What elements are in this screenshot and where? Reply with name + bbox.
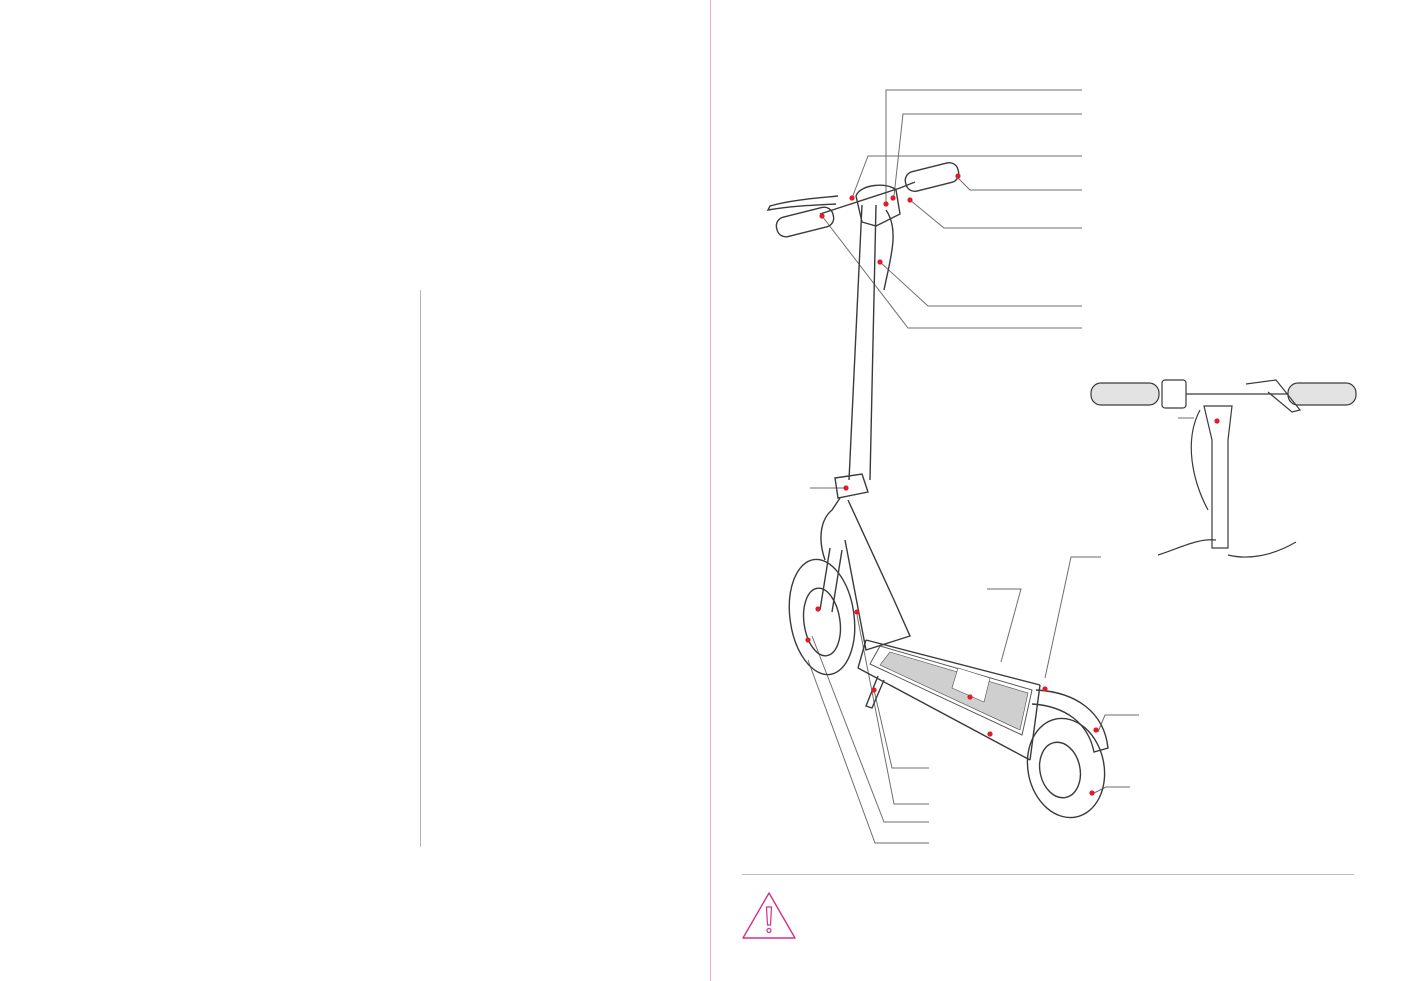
inset-cut-left [1157, 539, 1217, 556]
inset-throttle [1161, 379, 1187, 409]
leader-9 [987, 588, 1022, 663]
leader-14 [856, 614, 929, 805]
stem-right [869, 204, 877, 481]
page-fold-line [710, 0, 711, 981]
handlebar [819, 181, 916, 215]
front-fork [819, 547, 843, 613]
dot-front-wheel [805, 637, 811, 643]
front-neck [820, 497, 841, 561]
deck-top [865, 639, 1041, 686]
leader-12 [1093, 786, 1130, 794]
front-hub [802, 587, 842, 657]
leader-1 [885, 89, 1082, 202]
dot-suspension [854, 609, 860, 615]
dot-power [890, 195, 896, 201]
dot-rear-brake [1042, 686, 1048, 692]
stem-left [848, 204, 863, 481]
dot-left-grip [819, 213, 825, 219]
warning-triangle-icon [742, 892, 796, 939]
rear-wheel [1026, 717, 1106, 819]
rear-fender [1031, 689, 1109, 753]
scooter-line-art [766, 161, 1109, 819]
handlebar-inset [1090, 379, 1357, 558]
inset-right-grip [1287, 382, 1357, 406]
warning-divider [742, 874, 1354, 875]
dot-deck [967, 694, 973, 700]
rear-hub [1038, 741, 1082, 799]
dot-bell [849, 195, 855, 201]
dot-stem [877, 259, 883, 265]
leader-16 [807, 659, 929, 844]
leader-13 [873, 689, 929, 769]
callout-dots [805, 173, 1220, 796]
dot-side-light [987, 731, 993, 737]
brake-cable [883, 209, 894, 291]
dot-display [883, 201, 889, 207]
dot-fold-clamp [843, 485, 849, 491]
inset-cut-right [1227, 541, 1297, 558]
stem-head [855, 184, 901, 227]
fold-clamp [834, 473, 869, 499]
leader-4 [955, 175, 1082, 191]
dot-rear-wheel [1089, 790, 1095, 796]
dot-throttle [907, 197, 913, 203]
left-page [420, 290, 421, 847]
leader-6 [879, 261, 1082, 307]
brake-lever [766, 195, 839, 211]
inset-stem [1203, 405, 1233, 549]
dot-inset-display [1214, 418, 1220, 424]
dot-right-grip [955, 173, 961, 179]
leader-5 [909, 199, 1082, 229]
left-grip [775, 206, 835, 238]
right-grip [904, 161, 960, 193]
front-wheel [788, 558, 856, 676]
dot-front-motor [815, 606, 821, 612]
inset-cable [1190, 409, 1209, 511]
leader-7 [821, 215, 1082, 329]
deck-grip-pattern [879, 651, 1029, 731]
leader-15 [811, 635, 929, 823]
inset-brake [1245, 379, 1302, 413]
deck-side [857, 639, 1041, 761]
dot-rear-light [1093, 727, 1099, 733]
leader-10 [1044, 556, 1101, 679]
deck-bottom [857, 667, 1031, 761]
leader-3 [851, 155, 1082, 199]
column-divider [420, 290, 421, 847]
inset-left-grip [1090, 382, 1160, 406]
leader-2 [893, 113, 1082, 197]
dot-kickstand [871, 687, 877, 693]
callout-leaders [807, 89, 1194, 844]
leader-11 [1097, 714, 1139, 733]
